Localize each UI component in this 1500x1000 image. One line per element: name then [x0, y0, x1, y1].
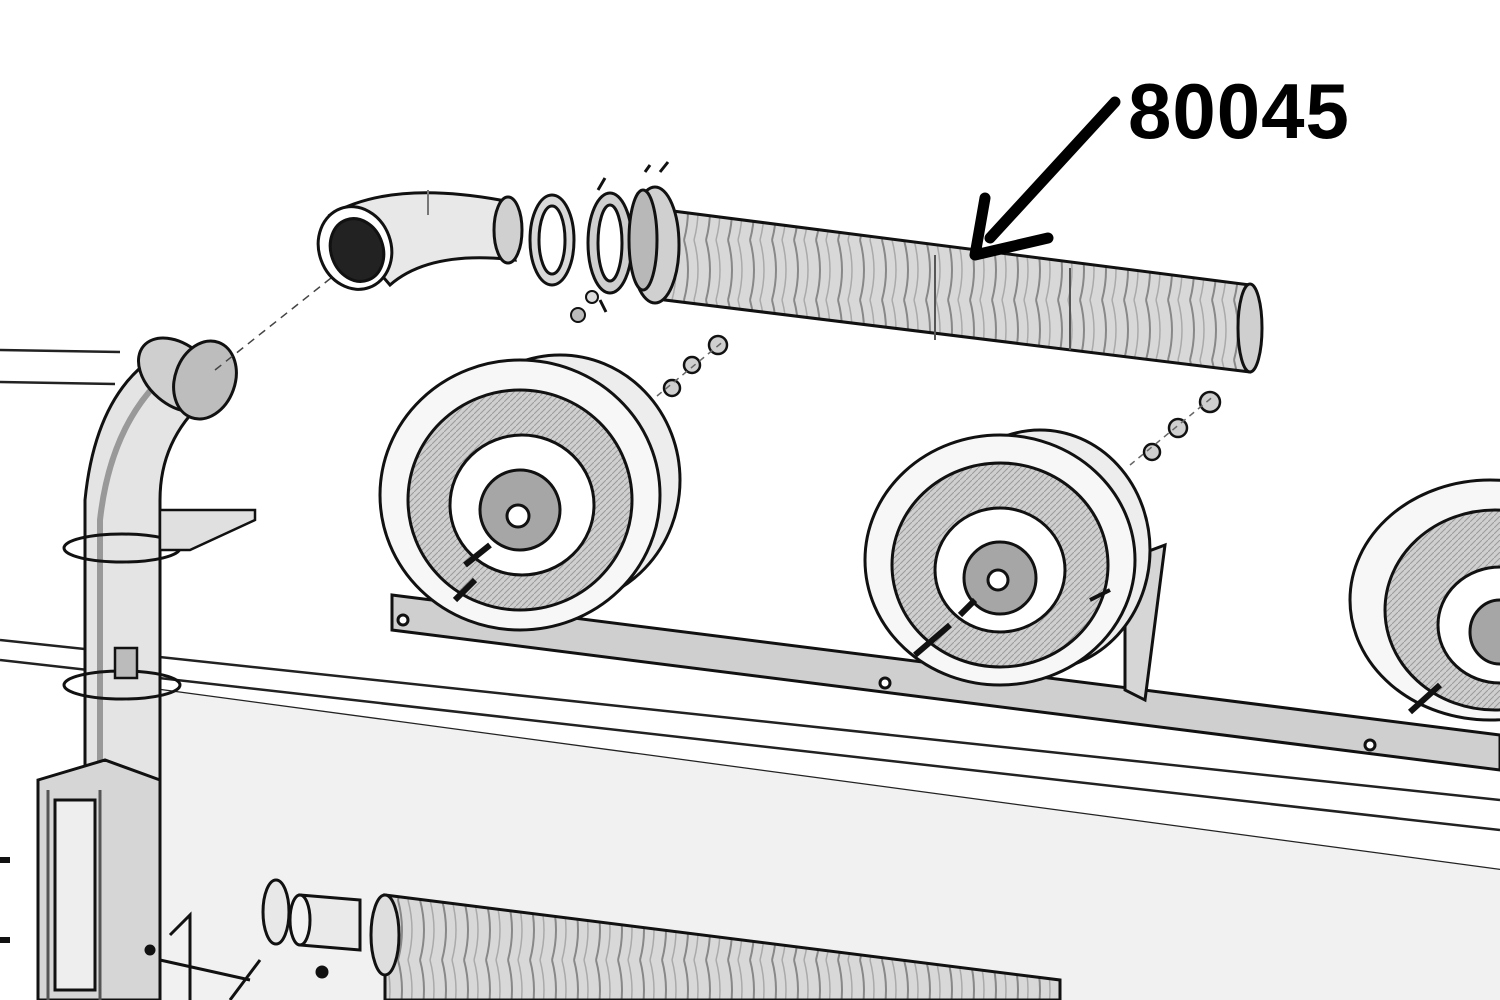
clamp-bracket	[158, 508, 257, 552]
flexible-exhaust-hose	[627, 161, 1264, 374]
upper-elbow-pipe	[316, 190, 524, 291]
part-number-callout: 80045	[1128, 67, 1350, 155]
flange-ring	[586, 177, 634, 313]
nut-guide-line	[639, 339, 1216, 466]
drum-wheel-2	[863, 428, 1152, 687]
small-bolt	[570, 290, 599, 323]
callout-arrow-icon	[984, 96, 1121, 244]
lower-exhaust-hose	[261, 878, 1062, 1000]
heat-shield-box	[36, 758, 162, 1000]
drum-wheel-1	[378, 353, 682, 632]
lower-bracket	[144, 911, 329, 1000]
gasket-ring	[528, 193, 576, 287]
left-panel-bolts	[0, 857, 10, 943]
drum-wheel-3	[1348, 478, 1500, 722]
drain-plug	[113, 646, 139, 680]
callout-arrow-head	[969, 192, 1054, 261]
